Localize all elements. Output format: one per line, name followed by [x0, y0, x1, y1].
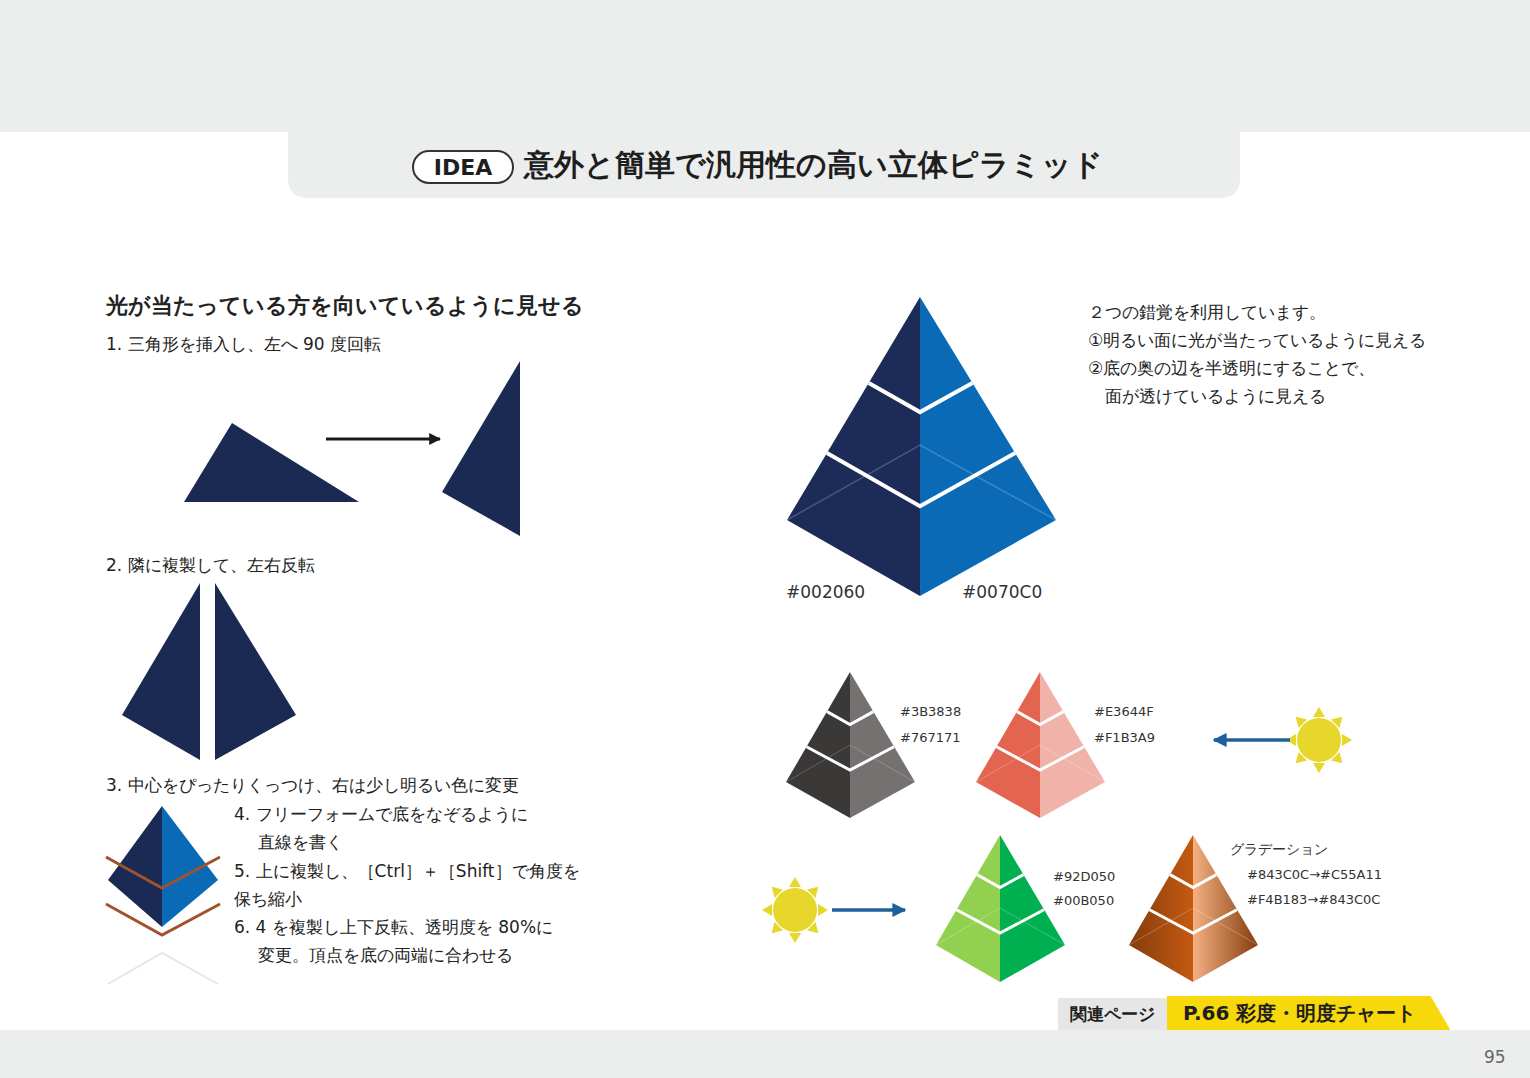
- triangle-right: [215, 583, 296, 760]
- step-pyramid: [106, 806, 220, 984]
- triangle: [184, 423, 359, 502]
- green-pyramid: [936, 835, 1065, 982]
- color-code: #002060: [786, 578, 865, 606]
- bottom-band: [0, 1030, 1530, 1078]
- triangle-left: [122, 583, 200, 760]
- color-code: #00B050: [1053, 890, 1114, 911]
- light-arrow: [832, 908, 905, 912]
- main-pyramid: [787, 297, 1056, 596]
- color-code: #767171: [900, 727, 961, 748]
- step-arrow: [326, 438, 440, 441]
- node-text: 関連ページ: [1070, 1003, 1155, 1026]
- top-band: [0, 0, 1530, 132]
- link-shape-fill: [1167, 996, 1450, 1030]
- red-pyramid: [976, 672, 1105, 818]
- step-text: 4. フリーフォームで底をなぞるように 直線を書く: [234, 800, 555, 856]
- gradient-note: グラデーション: [1230, 838, 1328, 860]
- step-text: 1. 三角形を挿入し、左へ 90 度回転: [106, 330, 381, 358]
- node-text: IDEA: [434, 155, 493, 180]
- idea-badge: IDEA: [412, 150, 514, 184]
- step-text: 5. 上に複製し、［Ctrl］＋［Shift］で角度を 保ち縮小: [234, 857, 608, 913]
- page-title: 意外と簡単で汎用性の高い立体ピラミッド: [524, 146, 1103, 184]
- color-code: #F4B183→#843C0C: [1247, 889, 1380, 910]
- step-text: 3. 中心をぴったりくっつけ、右は少し明るい色に変更: [106, 771, 519, 799]
- rotated-triangle: [442, 361, 520, 536]
- gradient-pyramid: [1129, 835, 1258, 982]
- grey-pyramid: [786, 672, 915, 818]
- step-text: 6. 4 を複製し上下反転、透明度を 80%に 変更。頂点を底の両端に合わせる: [234, 913, 589, 969]
- color-code: #F1B3A9: [1094, 727, 1155, 748]
- title-banner: [288, 132, 1240, 198]
- note-text: ①明るい面に光が当たっているように見える: [1088, 326, 1426, 354]
- page-number: 95: [1484, 1043, 1506, 1071]
- related-page-tag: 関連ページ: [1058, 998, 1167, 1030]
- color-code: #92D050: [1053, 866, 1115, 887]
- note-text: ２つの錯覚を利用しています。: [1088, 298, 1326, 326]
- section-heading: 光が当たっている方を向いているように見せる: [106, 291, 584, 321]
- color-code: #3B3838: [900, 701, 961, 722]
- note-text: ②底の奥の辺を半透明にすることで、 面が透けているように見える: [1088, 354, 1403, 410]
- sun-icon: [1286, 707, 1352, 773]
- color-code: #E3644F: [1094, 701, 1154, 722]
- step-text: 2. 隣に複製して、左右反転: [106, 551, 315, 579]
- node-text: P.66 彩度・明度チャート: [1183, 1000, 1416, 1027]
- color-code: #843C0C→#C55A11: [1247, 864, 1382, 885]
- related-page-link: P.66 彩度・明度チャート: [1167, 996, 1450, 1030]
- color-code: #0070C0: [962, 578, 1042, 606]
- sun-icon: [762, 877, 828, 943]
- light-arrow: [1214, 738, 1290, 742]
